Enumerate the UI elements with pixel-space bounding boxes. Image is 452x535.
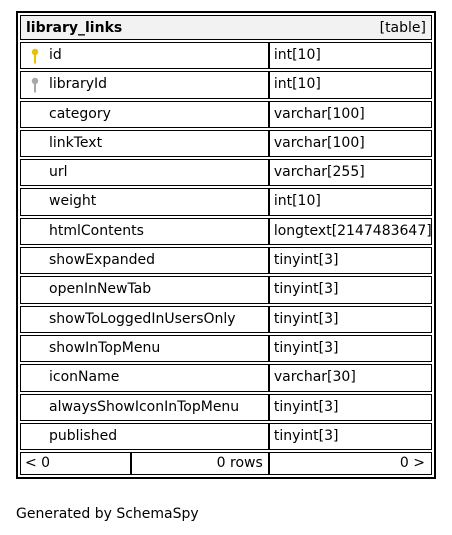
column-row: url varchar[255]	[20, 159, 432, 187]
column-name-cell: libraryId	[20, 71, 269, 99]
column-name: weight	[49, 193, 97, 210]
column-name-cell: url	[20, 159, 269, 187]
column-name-cell: alwaysShowIconInTopMenu	[20, 393, 269, 421]
table-footer: < 0 0 rows 0 >	[20, 452, 432, 476]
column-name: linkText	[49, 134, 103, 151]
primary-key-icon	[31, 48, 39, 64]
column-type: varchar[255]	[268, 159, 432, 187]
generated-by-text: Generated by SchemaSpy	[16, 506, 199, 522]
column-row: alwaysShowIconInTopMenu tinyint[3]	[20, 393, 432, 421]
column-type: int[10]	[268, 42, 432, 70]
column-row: iconName varchar[30]	[20, 364, 432, 392]
column-name: showToLoggedInUsersOnly	[49, 310, 236, 327]
column-name: category	[49, 105, 111, 122]
column-name-cell: showExpanded	[20, 247, 269, 275]
column-type: int[10]	[268, 188, 432, 216]
column-name-cell: id	[20, 42, 269, 70]
column-type: tinyint[3]	[268, 276, 432, 304]
table-header: library_links [table]	[20, 15, 432, 40]
column-row: htmlContents longtext[2147483647]	[20, 217, 432, 246]
parents-count: < 0	[20, 452, 132, 476]
column-name-cell: weight	[20, 188, 269, 216]
column-row: category varchar[100]	[20, 100, 432, 128]
column-name: showInTopMenu	[49, 339, 161, 356]
column-type: tinyint[3]	[268, 334, 432, 363]
column-name: htmlContents	[49, 222, 144, 239]
column-row: weight int[10]	[20, 188, 432, 216]
column-row: linkText varchar[100]	[20, 129, 432, 158]
column-row: openInNewTab tinyint[3]	[20, 276, 432, 304]
column-name: id	[49, 47, 62, 63]
column-row: id int[10]	[20, 42, 432, 70]
column-name-cell: iconName	[20, 364, 269, 392]
column-type: longtext[2147483647]	[268, 217, 432, 246]
row-count: 0 rows	[131, 452, 269, 476]
column-name: libraryId	[49, 76, 108, 93]
column-name-cell: openInNewTab	[20, 276, 269, 304]
column-type: tinyint[3]	[268, 247, 432, 275]
column-type: tinyint[3]	[268, 305, 432, 333]
column-name-cell: linkText	[20, 129, 269, 158]
column-list: id int[10] libraryId int[10] category varchar…	[20, 42, 432, 451]
column-type: tinyint[3]	[268, 393, 432, 421]
column-name: showExpanded	[49, 252, 156, 269]
column-name-cell: showToLoggedInUsersOnly	[20, 305, 269, 333]
column-row: libraryId int[10]	[20, 71, 432, 99]
column-type: varchar[100]	[268, 100, 432, 128]
column-name: alwaysShowIconInTopMenu	[49, 398, 240, 415]
column-name: published	[49, 427, 118, 444]
column-name-cell: showInTopMenu	[20, 334, 269, 363]
column-name-cell: published	[20, 422, 269, 451]
foreign-key-icon	[31, 78, 39, 93]
column-row: published tinyint[3]	[20, 422, 432, 451]
column-row: showExpanded tinyint[3]	[20, 247, 432, 275]
children-count: 0 >	[268, 452, 432, 476]
column-name: iconName	[49, 369, 120, 386]
table-kind: [table]	[379, 20, 426, 36]
column-row: showToLoggedInUsersOnly tinyint[3]	[20, 305, 432, 333]
column-type: varchar[100]	[268, 129, 432, 158]
column-type: int[10]	[268, 71, 432, 99]
table-name: library_links	[26, 20, 123, 36]
column-name-cell: category	[20, 100, 269, 128]
column-name: openInNewTab	[49, 281, 152, 298]
column-name-cell: htmlContents	[20, 217, 269, 246]
column-type: varchar[30]	[268, 364, 432, 392]
column-row: showInTopMenu tinyint[3]	[20, 334, 432, 363]
column-name: url	[49, 164, 68, 181]
column-type: tinyint[3]	[268, 422, 432, 451]
